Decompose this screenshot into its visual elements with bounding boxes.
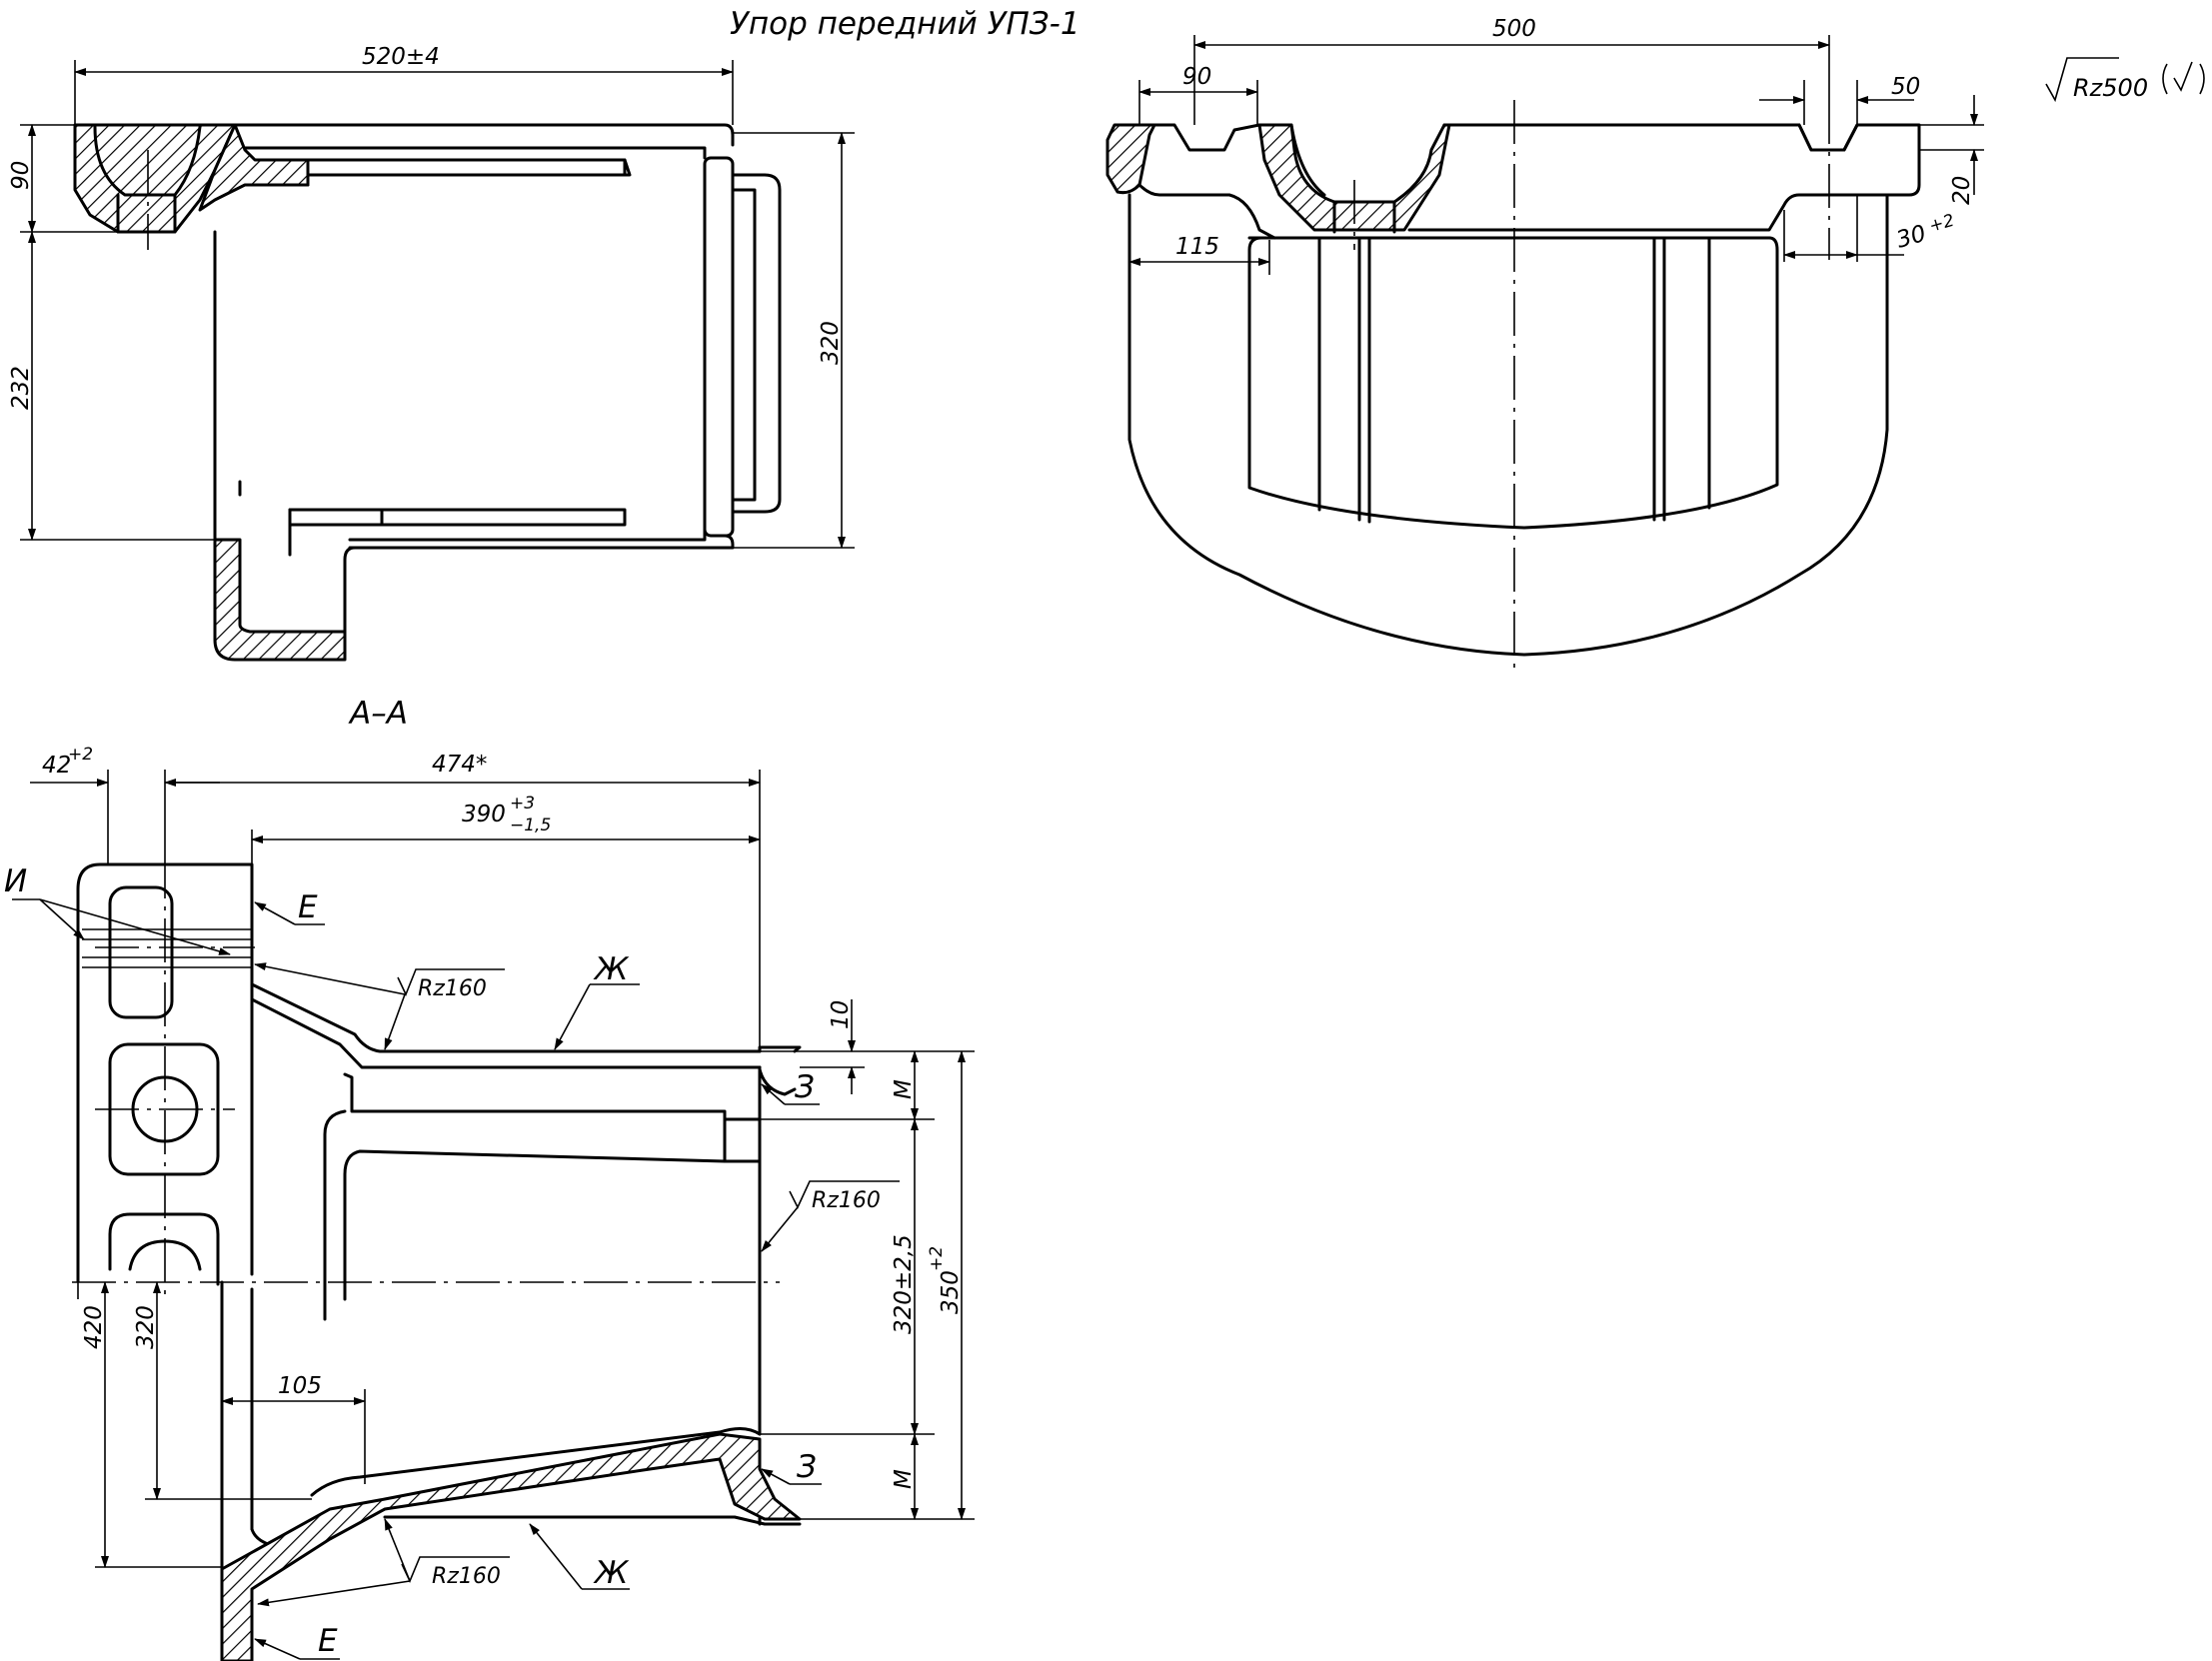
callout-zh-top-label: Ж <box>593 951 630 987</box>
dim-flange-height: 90 <box>8 161 34 190</box>
callout-e-top: Е <box>254 889 325 925</box>
drawing-title: Упор передний УПЗ-1 <box>730 6 1081 42</box>
dim-flange-thickness: 20 <box>1949 176 1975 205</box>
left-end-section <box>1106 123 1156 195</box>
callout-e-top-label: Е <box>298 889 318 925</box>
dim-overall-length: 520±4 <box>362 44 440 70</box>
callout-z-bottom: З <box>761 1449 822 1485</box>
top-left-view: 520±4 90 232 320 <box>8 44 855 662</box>
roughness-lower-value: Rz160 <box>432 1564 501 1589</box>
dim-inner-length-base: 390 <box>462 802 506 828</box>
dim-total-height: 420 <box>81 1305 107 1349</box>
dim-step-width: 115 <box>1175 234 1219 260</box>
dim-rib-length: 105 <box>278 1373 322 1399</box>
section-label: А–А <box>348 696 408 732</box>
general-roughness-value: Rz500 <box>2073 74 2148 102</box>
dim-outer-height-tol: +2 <box>927 1246 947 1271</box>
callout-i-label: И <box>4 863 27 899</box>
callout-z-top: З <box>761 1069 820 1105</box>
dim-right-height: 320 <box>818 321 844 365</box>
dim-rib-thickness: 10 <box>828 1000 854 1029</box>
callout-z-bottom-label: З <box>797 1449 817 1485</box>
dim-offset-tol: +2 <box>1927 211 1957 237</box>
callout-zh-bottom-label: Ж <box>593 1555 630 1591</box>
callout-e-bottom-label: Е <box>318 1623 338 1659</box>
callout-zh-bottom: Ж <box>529 1523 630 1591</box>
dim-outer-height-base: 350 <box>938 1270 964 1314</box>
dim-slot-width: 50 <box>1891 74 1920 100</box>
dim-inner-height: 320±2,5 <box>891 1234 917 1334</box>
roughness-right-value: Rz160 <box>812 1188 881 1213</box>
callout-z-top-label: З <box>795 1069 815 1105</box>
dim-section-length: 474* <box>432 752 487 778</box>
dim-inner-length-tol-upper: +3 <box>510 794 535 814</box>
dim-m-gap-bottom: М <box>891 1469 917 1489</box>
dim-m-gap-top: М <box>891 1079 917 1099</box>
lower-shell-section <box>220 1432 802 1661</box>
callout-i: И <box>4 863 231 955</box>
roughness-mark-upper: Rz160 <box>254 962 505 1050</box>
callout-zh-top: Ж <box>554 951 640 1050</box>
dim-hole-height: 320 <box>133 1305 159 1349</box>
dim-hole-offset-base: 42 <box>42 753 71 779</box>
roughness-mark-lower: Rz160 <box>257 1518 510 1607</box>
section-a-a: А–А <box>4 696 975 1661</box>
center-pocket-section <box>1257 123 1451 232</box>
top-right-view: 500 90 50 115 20 30 +2 <box>1106 16 1984 672</box>
dim-overall-width: 500 <box>1492 16 1536 42</box>
flange-web <box>198 123 310 212</box>
callout-e-bottom: Е <box>254 1623 340 1660</box>
dim-lower-height: 232 <box>8 366 34 410</box>
dim-hole-offset-tol: +2 <box>68 745 93 765</box>
roughness-mark-right: Rz160 <box>761 1180 900 1252</box>
roughness-upper-value: Rz160 <box>418 976 487 1001</box>
general-roughness-mark: Rz500 <box>2045 57 2205 103</box>
dim-left-flange: 90 <box>1182 64 1211 90</box>
dim-inner-length-tol-lower: −1,5 <box>510 816 551 835</box>
foot-section <box>213 538 347 662</box>
dim-offset-base: 30 <box>1893 221 1928 254</box>
